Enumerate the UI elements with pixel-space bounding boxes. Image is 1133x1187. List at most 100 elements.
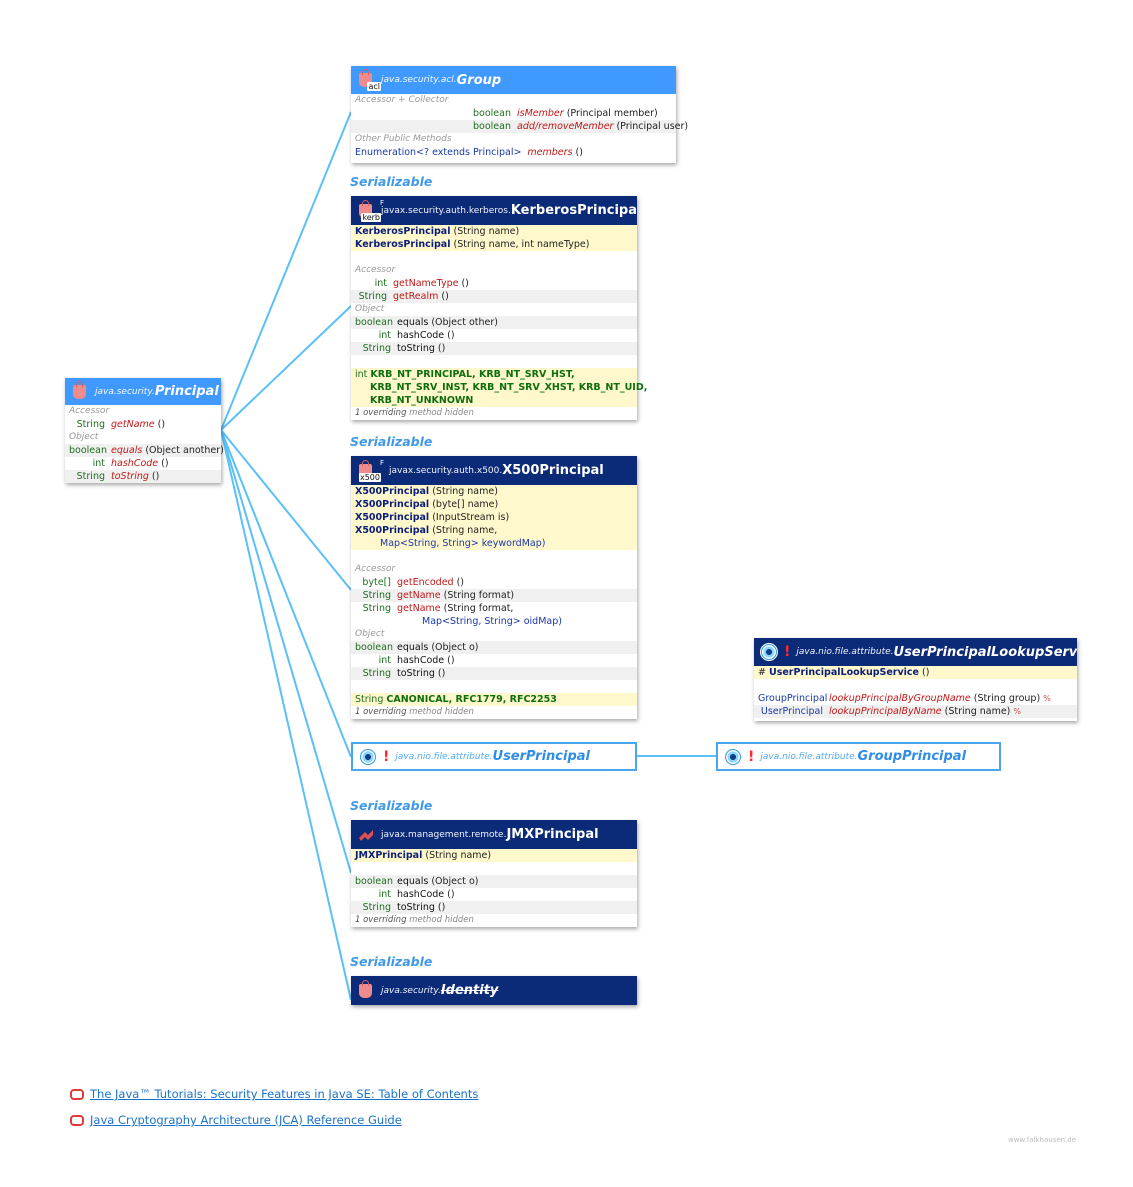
section-label: Object	[355, 304, 385, 314]
section-label: Accessor	[69, 406, 110, 416]
nio-globe-icon	[760, 643, 778, 661]
connector-x500	[220, 429, 352, 591]
class-name: UserPrincipal	[492, 749, 590, 764]
tutorial-link[interactable]: The Java™ Tutorials: Security Features i…	[70, 1087, 478, 1101]
constant-row[interactable]: KRB_NT_UNKNOWN	[351, 394, 637, 407]
package-name: java.nio.file.attribute.	[395, 751, 493, 762]
hidden-methods-note: 1 overriding method hidden	[355, 408, 474, 418]
lookup-service-class-box[interactable]: ! java.nio.file.attribute.UserPrincipalL…	[754, 638, 1077, 721]
hidden-methods-note: 1 overriding method hidden	[355, 707, 474, 717]
lookup-service-header[interactable]: ! java.nio.file.attribute.UserPrincipalL…	[754, 638, 1077, 666]
package-name: javax.security.auth.x500.	[389, 465, 503, 476]
method-row[interactable]: byte[]getEncoded ()	[362, 577, 465, 588]
serializable-label: Serializable	[350, 798, 433, 813]
method-row-cont: Map<String, String> oidMap)	[422, 616, 562, 627]
jmx-class-box[interactable]: javax.management.remote.JMXPrincipal JMX…	[351, 820, 637, 927]
constant-row[interactable]: int KRB_NT_PRINCIPAL, KRB_NT_SRV_HST,	[351, 368, 637, 381]
jmx-icon	[357, 826, 375, 844]
constructor-row[interactable]: X500Principal (String name,	[351, 524, 637, 537]
principal-header[interactable]: java.security.Principal	[65, 378, 221, 405]
method-row[interactable]: Enumeration<? extends Principal>members …	[355, 147, 583, 158]
package-name: java.nio.file.attribute.	[760, 751, 858, 762]
package-name: javax.security.auth.kerberos.	[381, 205, 511, 216]
class-name: GroupPrincipal	[857, 749, 967, 764]
constant-row[interactable]: String CANONICAL, RFC1779, RFC2253	[351, 693, 637, 706]
constructor-row[interactable]: X500Principal (byte[] name)	[351, 498, 637, 511]
abstract-marker: !	[784, 644, 791, 660]
connector-kerberos	[220, 305, 352, 431]
jmx-header[interactable]: javax.management.remote.JMXPrincipal	[351, 820, 637, 849]
section-label: Object	[355, 629, 385, 639]
constant-row[interactable]: KRB_NT_SRV_INST, KRB_NT_SRV_XHST, KRB_NT…	[351, 381, 647, 394]
user-principal-interface-box[interactable]: ! java.nio.file.attribute.UserPrincipal	[351, 742, 637, 771]
section-label: Accessor	[355, 265, 396, 275]
connector-jmx	[220, 429, 352, 874]
abstract-marker: !	[383, 748, 390, 765]
serializable-label: Serializable	[350, 434, 433, 449]
hidden-methods-note: 1 overriding method hidden	[355, 915, 474, 925]
watermark: www.falkhausen.de	[1008, 1136, 1077, 1144]
constructor-row[interactable]: KerberosPrincipal (String name)	[351, 225, 637, 238]
constructor-row[interactable]: X500Principal (String name)	[351, 485, 637, 498]
connector-identity	[220, 429, 352, 1001]
serializable-label: Serializable	[350, 954, 433, 969]
constructor-row[interactable]: KerberosPrincipal (String name, int name…	[351, 238, 637, 251]
abstract-marker: !	[748, 748, 755, 765]
package-name: java.security.	[381, 985, 441, 996]
connector-group	[220, 111, 352, 431]
package-name: java.security.	[95, 386, 155, 397]
class-name: UserPrincipalLookupService	[893, 644, 1077, 660]
section-label: Accessor	[355, 564, 396, 574]
nio-globe-icon	[359, 747, 377, 766]
section-label: Other Public Methods	[355, 134, 452, 144]
group-header[interactable]: acl java.security.acl.Group	[351, 66, 676, 94]
interface-bag-icon: acl	[357, 69, 381, 91]
class-name: X500Principal	[502, 463, 604, 478]
group-principal-interface-box[interactable]: ! java.nio.file.attribute.GroupPrincipal	[716, 742, 1001, 771]
identity-header[interactable]: java.security.Identity	[351, 976, 637, 1005]
interface-bag-icon	[71, 380, 89, 401]
constructor-row[interactable]: # UserPrincipalLookupService ()	[754, 666, 1077, 679]
class-name: Principal	[154, 384, 219, 399]
constructor-row[interactable]: X500Principal (InputStream is)	[351, 511, 637, 524]
identity-class-box[interactable]: java.security.Identity	[351, 976, 637, 1005]
class-name: KerberosPrincipal	[510, 203, 637, 218]
group-class-box[interactable]: acl java.security.acl.Group Accessor + C…	[351, 66, 688, 163]
constructor-row-cont: Map<String, String> keywordMap)	[351, 537, 637, 550]
package-name: java.nio.file.attribute.	[796, 647, 894, 657]
constructor-row[interactable]: JMXPrincipal (String name)	[351, 849, 637, 862]
section-label: Object	[69, 432, 99, 442]
connector-userprincipal	[220, 429, 352, 758]
oracle-icon	[70, 1114, 84, 1126]
jca-guide-link[interactable]: Java Cryptography Architecture (JCA) Ref…	[70, 1113, 402, 1127]
deprecated-class-name: Identity	[440, 983, 499, 998]
